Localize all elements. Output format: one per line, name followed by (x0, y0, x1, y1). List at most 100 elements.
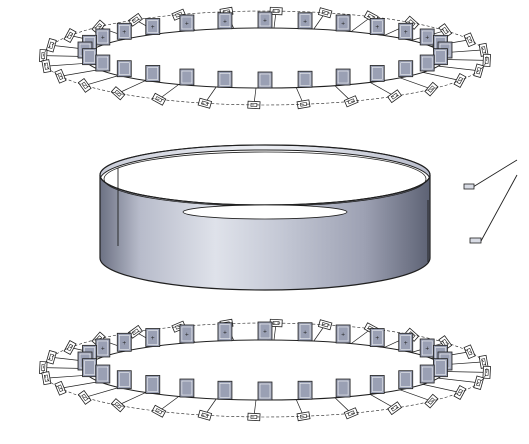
radial-frame (41, 59, 88, 74)
radial-frame (54, 380, 100, 396)
radial-frame (151, 396, 180, 418)
wall-tab (257, 381, 273, 401)
svg-text:+: + (223, 330, 227, 336)
wall-tab: + (116, 22, 132, 40)
wall-tab (82, 48, 97, 66)
wall-tab: + (419, 338, 435, 358)
wall-tab: + (369, 328, 385, 347)
wall-tab: + (369, 18, 385, 35)
wall-tab: + (398, 332, 414, 352)
wall-tab (297, 380, 313, 400)
wall-tab: + (398, 22, 414, 40)
wall-tab (179, 378, 195, 398)
wall-tab (419, 54, 435, 72)
svg-text:+: + (375, 336, 379, 342)
wall-tab (419, 364, 435, 384)
wall-tab (217, 380, 233, 400)
wall-tab: + (179, 14, 195, 32)
wall-tab (369, 65, 385, 82)
wall-tab (335, 68, 351, 86)
wall-tab: + (335, 324, 351, 344)
svg-text:+: + (101, 35, 105, 41)
wall-tab (95, 54, 111, 72)
radial-frame (41, 371, 88, 386)
radial-frame (422, 384, 467, 400)
wall-tab (433, 358, 448, 378)
wall-tab: + (95, 28, 111, 46)
radial-frame (197, 86, 217, 109)
wall-tab (335, 378, 351, 398)
svg-text:+: + (425, 35, 429, 41)
wall-tab: + (257, 11, 273, 29)
wall-tab (145, 65, 161, 82)
svg-text:+: + (404, 29, 408, 35)
bottom-segmented-ring: +++++++++++++ (39, 318, 491, 422)
radial-frame (369, 394, 403, 416)
wall-tab (145, 375, 161, 394)
wall-tab (257, 71, 273, 89)
wall-tab (116, 370, 132, 390)
radial-frame (444, 53, 491, 67)
radial-frame (334, 85, 359, 108)
radial-frame (110, 80, 147, 101)
radial-frame (247, 87, 261, 110)
radial-frame (369, 82, 403, 104)
svg-text:+: + (341, 21, 345, 27)
wall-tab (95, 364, 111, 384)
wall-tab: + (116, 332, 132, 352)
svg-text:+: + (375, 25, 379, 31)
svg-text:+: + (151, 25, 155, 31)
radial-frame (399, 77, 439, 97)
radial-frame (197, 398, 217, 421)
radial-frame (295, 399, 311, 422)
svg-text:+: + (185, 21, 189, 27)
svg-text:+: + (122, 340, 126, 346)
radial-frame (313, 7, 333, 30)
svg-text:+: + (263, 329, 267, 335)
cylindrical-band (99, 144, 431, 291)
wall-tab (369, 375, 385, 394)
radial-frame (422, 72, 467, 88)
wall-tab: + (335, 14, 351, 32)
ring-outer-rim (42, 10, 488, 106)
svg-text:+: + (122, 29, 126, 35)
svg-text:+: + (404, 340, 408, 346)
callout-leaders (463, 159, 518, 244)
wall-tab (398, 60, 414, 78)
svg-text:+: + (185, 332, 189, 338)
radial-frame (110, 392, 147, 413)
top-segmented-ring: +++++++++++++ (39, 6, 491, 110)
svg-text:+: + (263, 18, 267, 24)
wall-tab (297, 70, 313, 88)
wall-tab: + (145, 328, 161, 347)
radial-frame (151, 84, 180, 106)
radial-frame (399, 389, 439, 409)
wall-tab (116, 60, 132, 78)
svg-text:+: + (425, 346, 429, 352)
svg-text:+: + (101, 346, 105, 352)
wall-tab: + (179, 324, 195, 344)
wall-tab: + (297, 322, 313, 342)
wall-tab: + (297, 12, 313, 30)
wall-tab: + (95, 338, 111, 358)
svg-text:+: + (303, 330, 307, 336)
wall-tab: + (145, 18, 161, 35)
wall-tab: + (217, 12, 233, 30)
wall-tab: + (419, 28, 435, 46)
radial-frame (295, 87, 311, 110)
wall-tab (433, 48, 448, 66)
svg-text:+: + (303, 19, 307, 25)
wall-tab (398, 370, 414, 390)
radial-frame (247, 399, 261, 422)
radial-frame (313, 319, 333, 342)
wall-tab (179, 68, 195, 86)
radial-frame (334, 397, 359, 420)
wall-tab: + (217, 322, 233, 342)
svg-text:+: + (151, 336, 155, 342)
wall-tab (82, 358, 97, 378)
wall-tab: + (257, 321, 273, 341)
wall-tab (217, 70, 233, 88)
radial-frame (54, 68, 100, 84)
svg-text:+: + (223, 19, 227, 25)
